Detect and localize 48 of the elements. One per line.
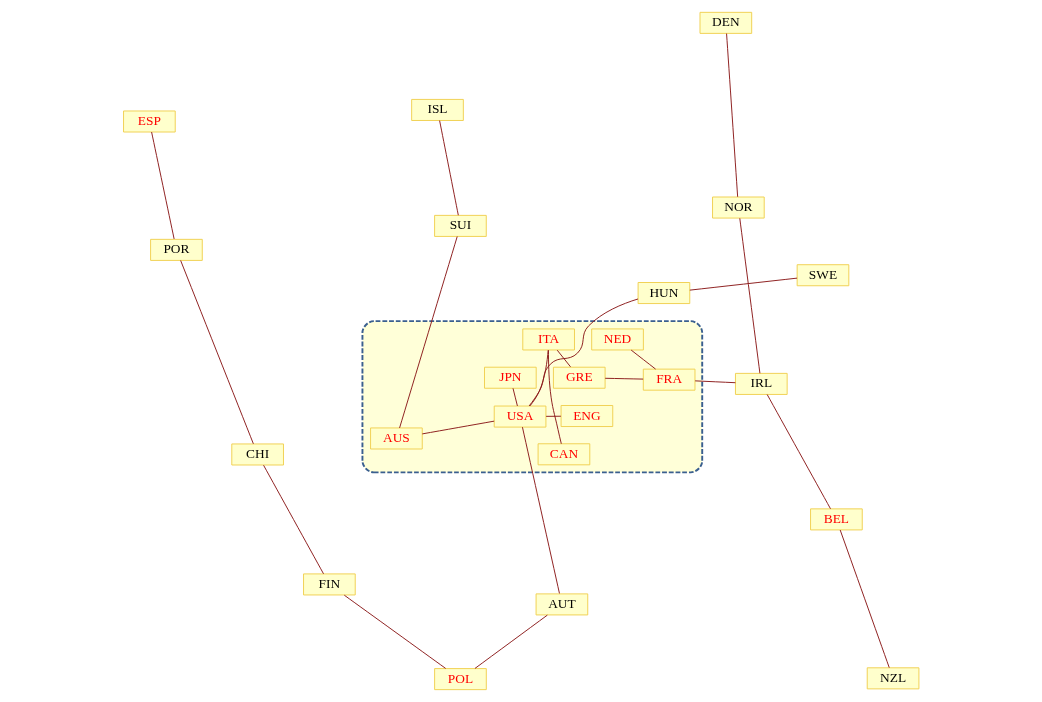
connector	[556, 349, 571, 368]
node-box: NED	[590, 328, 644, 351]
node-box: NOR	[711, 196, 765, 219]
node-box: IRL	[734, 372, 788, 395]
node-box: GRE	[552, 366, 606, 389]
node-box: BEL	[809, 508, 863, 531]
node-box: ITA	[521, 328, 575, 351]
node-box: AUT	[535, 593, 588, 616]
node-box: FIN	[302, 573, 356, 596]
node-box: ISL	[410, 98, 464, 121]
node-box: ESP	[122, 110, 176, 133]
node-box: AUS	[369, 427, 423, 450]
cluster	[361, 320, 703, 474]
connector	[630, 349, 656, 370]
connector	[521, 426, 560, 594]
connector	[547, 349, 562, 445]
connector	[398, 236, 458, 429]
connector	[512, 387, 518, 407]
node-box: POR	[149, 238, 203, 261]
connector	[604, 377, 644, 380]
node-box: ENG	[560, 405, 613, 428]
node-box: CAN	[537, 443, 590, 466]
node-box: USA	[493, 405, 546, 428]
connector	[545, 415, 561, 417]
connector	[179, 260, 254, 445]
connector	[438, 120, 459, 216]
node-box: CHI	[230, 443, 284, 466]
connector	[839, 529, 890, 669]
connector	[688, 277, 798, 291]
connector	[528, 349, 549, 407]
connector	[528, 298, 638, 407]
node-box: NZL	[866, 667, 919, 690]
connector	[725, 33, 738, 198]
node-box: DEN	[699, 11, 752, 34]
node-box: POL	[433, 668, 487, 691]
connector	[738, 217, 760, 374]
connector	[766, 394, 831, 510]
connector	[150, 131, 175, 240]
node-box: SWE	[796, 264, 849, 287]
node-box: JPN	[483, 366, 537, 389]
node-box: HUN	[637, 282, 690, 305]
connector	[474, 614, 548, 669]
node-box: SUI	[433, 214, 487, 237]
connector	[421, 420, 495, 435]
connector	[262, 464, 324, 575]
connector	[343, 594, 446, 669]
connector	[694, 380, 736, 384]
node-box: FRA	[642, 368, 695, 391]
